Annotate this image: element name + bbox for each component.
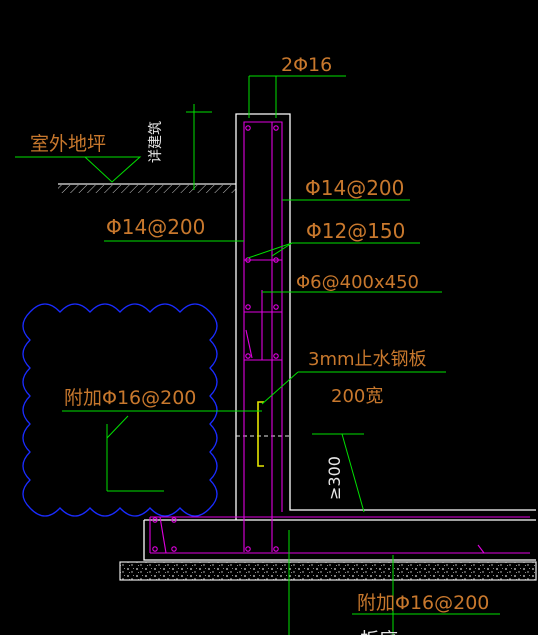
ground-line [58, 183, 236, 193]
waterstop-plate [257, 401, 264, 467]
rebar-cage [149, 121, 530, 554]
label-bottom-partial: 板底 [360, 629, 398, 635]
label-waterstop-plate: 3mm止水钢板 [308, 349, 427, 370]
label-additional-bars-wall: 附加Φ16@200 [64, 387, 196, 409]
label-additional-bars-slab: 附加Φ16@200 [357, 592, 489, 614]
label-tie-bars: Φ6@400x450 [296, 272, 419, 293]
leader-lines [62, 75, 500, 635]
gravel-bedding [119, 561, 537, 581]
label-distribution-bars: Φ12@150 [306, 219, 405, 243]
wall-outline [143, 113, 536, 561]
label-top-bars: 2Φ16 [281, 54, 332, 76]
grade-level-marker [15, 156, 142, 183]
label-inner-bars: Φ14@200 [106, 215, 205, 239]
label-waterstop-width: 200宽 [331, 386, 383, 407]
revision-cloud [22, 303, 218, 517]
label-outdoor-grade: 室外地坪 [30, 133, 106, 155]
label-see-architecture: 详建筑 [148, 121, 164, 163]
label-min-height: ≥300 [325, 456, 344, 500]
label-outer-bars: Φ14@200 [305, 176, 404, 200]
